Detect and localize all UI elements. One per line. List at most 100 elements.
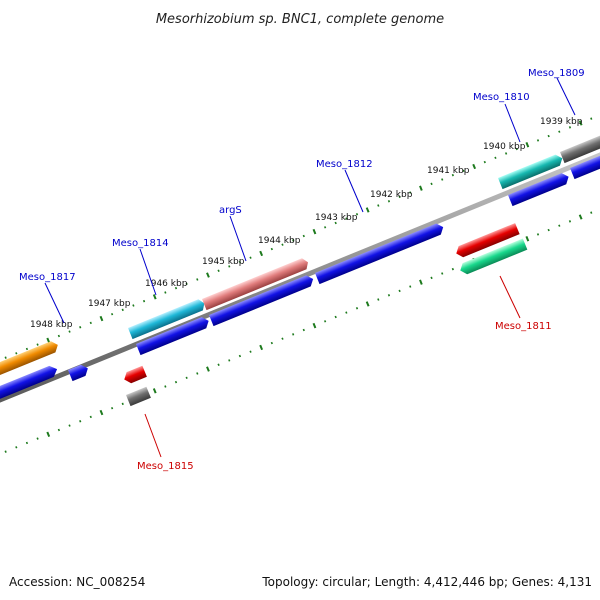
gene-label-meso-1811[interactable]: Meso_1811 (495, 321, 552, 332)
kbp-label: 1946 kbp (145, 279, 188, 289)
ruler-tick (196, 278, 199, 281)
ruler-tick (15, 352, 18, 355)
ruler-tick (462, 169, 465, 173)
ruler-tick (430, 182, 433, 186)
gene-arrow-blue-1[interactable] (0, 364, 59, 402)
gene-arrow-blue-5[interactable] (508, 171, 571, 207)
ruler-tick (568, 220, 572, 223)
gene-label-meso-1814[interactable]: Meso_1814 (112, 238, 169, 249)
ruler-tick (121, 402, 124, 406)
ruler-tick (79, 419, 82, 423)
gene-arrow-meso-1814[interactable] (128, 298, 207, 340)
ruler-tick (68, 424, 71, 427)
ruler-tick (365, 301, 370, 307)
kbp-label: 1948 kbp (30, 320, 73, 330)
ruler-tick (302, 234, 305, 238)
gene-arrow-meso-1815[interactable] (126, 386, 151, 407)
ruler-tick (323, 226, 327, 229)
ruler-tick (536, 139, 540, 142)
gene-label-meso-1812[interactable]: Meso_1812 (316, 159, 373, 170)
ruler-tick (451, 173, 454, 177)
ruler-tick (483, 160, 486, 164)
gene-arrow-blue-4[interactable] (209, 273, 315, 327)
ruler-tick (174, 380, 178, 384)
ruler-tick (164, 291, 167, 294)
ruler-tick (345, 217, 348, 220)
gene-arrow-meso-1811[interactable] (458, 238, 528, 277)
kbp-label: 1947 kbp (88, 299, 131, 309)
gene-arrow-args[interactable] (202, 257, 310, 311)
kbp-label: 1941 kbp (427, 166, 470, 176)
ruler-tick (79, 325, 82, 329)
ruler-tick (578, 214, 583, 220)
ruler-tick (196, 372, 199, 375)
gene-label-meso-1809[interactable]: Meso_1809 (528, 68, 585, 79)
ruler-tick (249, 350, 252, 353)
ruler-tick (152, 294, 157, 300)
ruler-tick (525, 142, 530, 148)
kbp-label: 1944 kbp (258, 236, 301, 246)
gene-arrow-blue-2[interactable] (68, 363, 90, 382)
kbp-label: 1939 kbp (540, 117, 583, 127)
ruler-tick (451, 267, 454, 271)
ruler-tick (409, 191, 412, 194)
gene-arrow-meso-1812[interactable] (315, 222, 445, 285)
ruler-tick (228, 359, 231, 362)
ruler-tick (36, 437, 39, 440)
gene-arrow-red[interactable] (454, 223, 520, 259)
ruler-tick (334, 221, 337, 225)
ruler-tick (185, 376, 188, 379)
ruler-tick (292, 333, 295, 336)
ruler-tick (377, 298, 380, 301)
kbp-label: 1940 kbp (483, 142, 526, 152)
kbp-label: 1943 kbp (315, 213, 358, 223)
gene-label-meso-1810[interactable]: Meso_1810 (473, 92, 530, 103)
ruler-tick (323, 320, 327, 323)
gene-arrow-blue-3[interactable] (136, 315, 211, 356)
ruler-tick (441, 178, 444, 181)
gene-arrow-meso-1809[interactable] (560, 128, 600, 164)
ruler-tick (494, 156, 497, 159)
gene-label-args[interactable]: argS (219, 205, 242, 216)
ruler-tick (238, 354, 242, 358)
ruler-tick (547, 228, 550, 232)
gene-arrow-blue-6[interactable] (570, 147, 600, 180)
ruler-tick (270, 247, 273, 251)
ruler-tick (4, 450, 7, 453)
gene-arrow-meso-1810[interactable] (498, 153, 565, 190)
ruler-tick (387, 294, 391, 297)
ruler-tick (419, 185, 423, 191)
ruler-tick (387, 200, 391, 203)
ruler-tick (164, 385, 167, 388)
ruler-tick (409, 285, 412, 288)
genome-summary-text: Topology: circular; Length: 4,412,446 bp… (261, 575, 592, 589)
kbp-label: 1942 kbp (370, 190, 413, 200)
ruler-tick (217, 363, 220, 367)
ruler-tick (57, 428, 61, 432)
ruler-tick (547, 134, 550, 138)
ruler-tick (142, 299, 146, 303)
ruler-tick (365, 207, 370, 213)
ruler-tick (355, 306, 359, 310)
gene-label-meso-1817[interactable]: Meso_1817 (19, 272, 76, 283)
ruler-tick (419, 279, 423, 285)
ruler-tick (345, 311, 348, 314)
ruler-tick (590, 117, 593, 120)
ruler-tick (57, 334, 61, 338)
ruler-tick (110, 312, 114, 316)
gene-arrow-orange[interactable] (0, 339, 60, 385)
ruler-tick (110, 406, 114, 410)
ruler-tick (68, 330, 71, 333)
ruler-tick (558, 224, 561, 227)
gene-label-meso-1815[interactable]: Meso_1815 (137, 461, 194, 472)
ruler-tick (302, 328, 305, 332)
ruler-tick (228, 265, 231, 268)
ruler-tick (578, 120, 583, 126)
ruler-tick (292, 239, 295, 242)
ruler-tick (281, 243, 284, 246)
ruler-tick (46, 431, 51, 437)
ruler-tick (536, 233, 540, 236)
gene-arrow-meso-1815-red[interactable] (122, 365, 147, 385)
ruler-tick (281, 337, 284, 340)
accession-text: Accession: NC_008254 (9, 575, 145, 589)
